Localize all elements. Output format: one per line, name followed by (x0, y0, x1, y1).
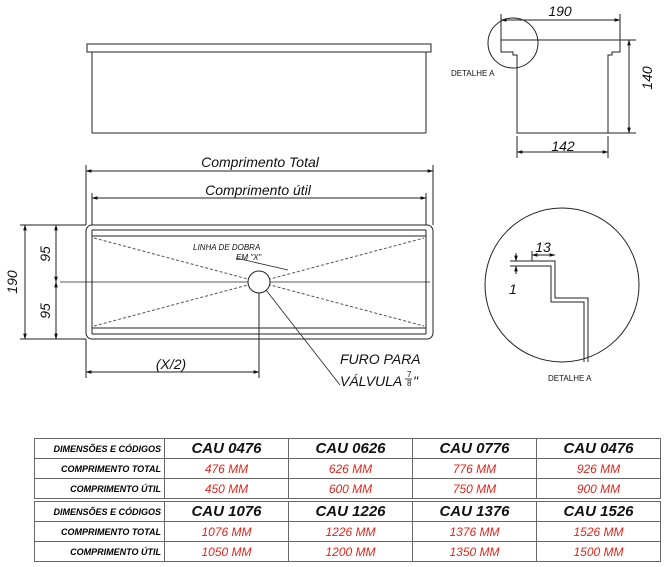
detail-a-label-bottom: DETALHE A (548, 374, 592, 383)
end-view-height: 140 (639, 66, 655, 90)
group-header: DIMENSÕES E CÓDIGOS (34, 501, 165, 522)
group-header: DIMENSÕES E CÓDIGOS (34, 438, 165, 459)
comprimento-util-label: Comprimento útil (205, 182, 312, 198)
dimensions-table: DIMENSÕES E CÓDIGOS CAU 0476 CAU 0626 CA… (34, 438, 661, 562)
half-width-95-top: 95 (37, 246, 53, 262)
cell-value: 1200 MM (288, 541, 413, 562)
cell-value: 450 MM (164, 478, 289, 499)
product-code: CAU 0626 (288, 438, 413, 459)
width-190-label: 190 (4, 270, 20, 294)
end-view-base: 142 (551, 138, 575, 154)
product-code: CAU 1226 (288, 501, 413, 522)
row-label: COMPRIMENTO TOTAL (34, 521, 165, 542)
cell-value: 926 MM (536, 458, 661, 479)
detail-a-label-top: DETALHE A (451, 69, 495, 78)
product-code: CAU 1076 (164, 501, 289, 522)
fold-line-label-1: LINHA DE DOBRA (193, 243, 260, 252)
table-header-row: DIMENSÕES E CÓDIGOS CAU 0476 CAU 0626 CA… (34, 438, 661, 459)
comprimento-total-label: Comprimento Total (201, 154, 320, 170)
valve-fraction-den: 8 (407, 379, 412, 388)
product-code: CAU 0476 (536, 438, 661, 459)
table-row: COMPRIMENTO TOTAL 476 MM 626 MM 776 MM 9… (34, 458, 661, 479)
cell-value: 1050 MM (164, 541, 289, 562)
row-label: COMPRIMENTO ÚTIL (34, 478, 165, 499)
cell-value: 476 MM (164, 458, 289, 479)
product-code: CAU 1376 (412, 501, 537, 522)
detail-a (484, 207, 640, 363)
side-view (86, 43, 432, 134)
product-code: CAU 0776 (412, 438, 537, 459)
table-row: COMPRIMENTO ÚTIL 1050 MM 1200 MM 1350 MM… (34, 541, 661, 562)
half-width-95-bottom: 95 (37, 303, 53, 319)
technical-drawing: 190 140 142 DETALHE A Comprimento Total … (4, 3, 655, 389)
cell-value: 750 MM (412, 478, 537, 499)
table-header-row: DIMENSÕES E CÓDIGOS CAU 1076 CAU 1226 CA… (34, 501, 661, 522)
x-half-label: (X/2) (156, 356, 186, 372)
cell-value: 1376 MM (412, 521, 537, 542)
plan-view (20, 165, 434, 386)
table-row: COMPRIMENTO ÚTIL 450 MM 600 MM 750 MM 90… (34, 478, 661, 499)
row-label: COMPRIMENTO ÚTIL (34, 541, 165, 562)
product-code: CAU 1526 (536, 501, 661, 522)
cell-value: 1076 MM (164, 521, 289, 542)
cell-value: 900 MM (536, 478, 661, 499)
detail-13-dim: 13 (535, 239, 551, 255)
valve-hole-label-1: FURO PARA (340, 351, 421, 367)
valve-inch-mark: " (413, 373, 419, 389)
row-label: COMPRIMENTO TOTAL (34, 458, 165, 479)
fold-line-label-2: EM "X" (236, 253, 262, 262)
cell-value: 776 MM (412, 458, 537, 479)
valve-hole-label-2: VÁLVULA (340, 373, 402, 389)
end-view (487, 14, 636, 158)
valve-fraction-num: 7 (407, 370, 412, 379)
cell-value: 1500 MM (536, 541, 661, 562)
product-code: CAU 0476 (164, 438, 289, 459)
table-row: COMPRIMENTO TOTAL 1076 MM 1226 MM 1376 M… (34, 521, 661, 542)
cell-value: 1350 MM (412, 541, 537, 562)
cell-value: 626 MM (288, 458, 413, 479)
cell-value: 1526 MM (536, 521, 661, 542)
cell-value: 600 MM (288, 478, 413, 499)
detail-1-dim: 1 (509, 281, 517, 297)
end-view-width: 190 (548, 3, 572, 19)
cell-value: 1226 MM (288, 521, 413, 542)
